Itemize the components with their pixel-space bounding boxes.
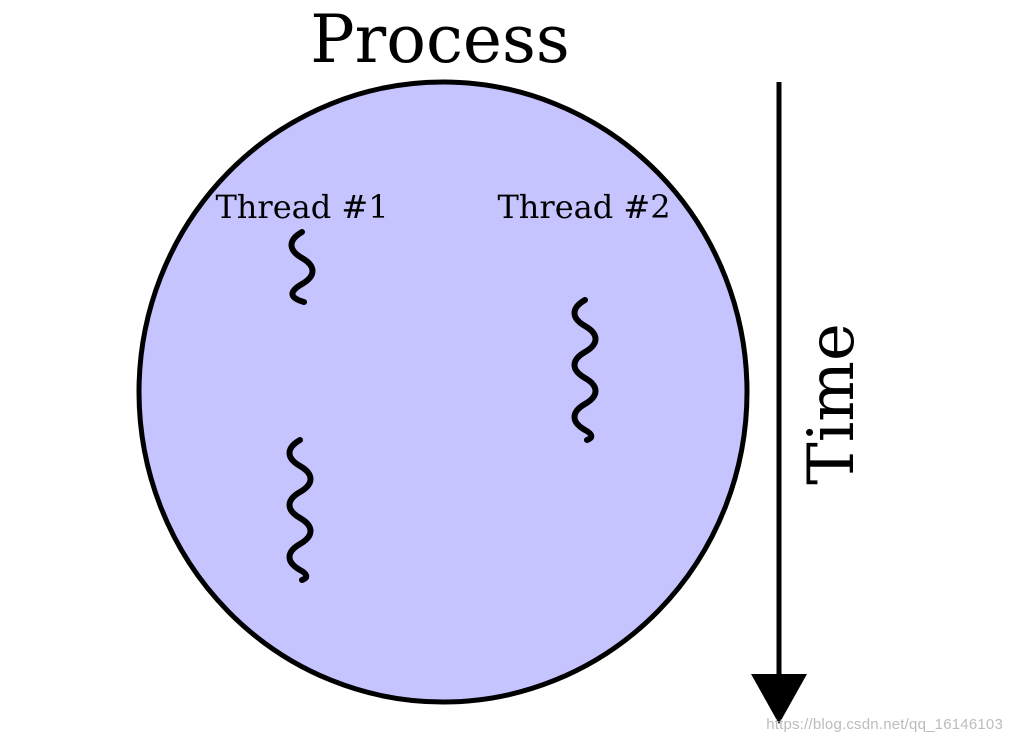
time-arrow-head: [751, 674, 807, 724]
process-circle: [136, 79, 750, 705]
thread-2-squiggle: [571, 297, 599, 443]
watermark: https://blog.csdn.net/qq_16146103: [766, 716, 1003, 733]
thread-1-label: Thread #1: [215, 188, 388, 226]
process-title: Process: [310, 1, 569, 78]
thread-2-label: Thread #2: [497, 188, 670, 226]
thread-1-squiggle-bottom: [286, 437, 314, 583]
thread-1-squiggle-top: [288, 229, 316, 305]
time-axis-label: Time: [795, 323, 869, 485]
